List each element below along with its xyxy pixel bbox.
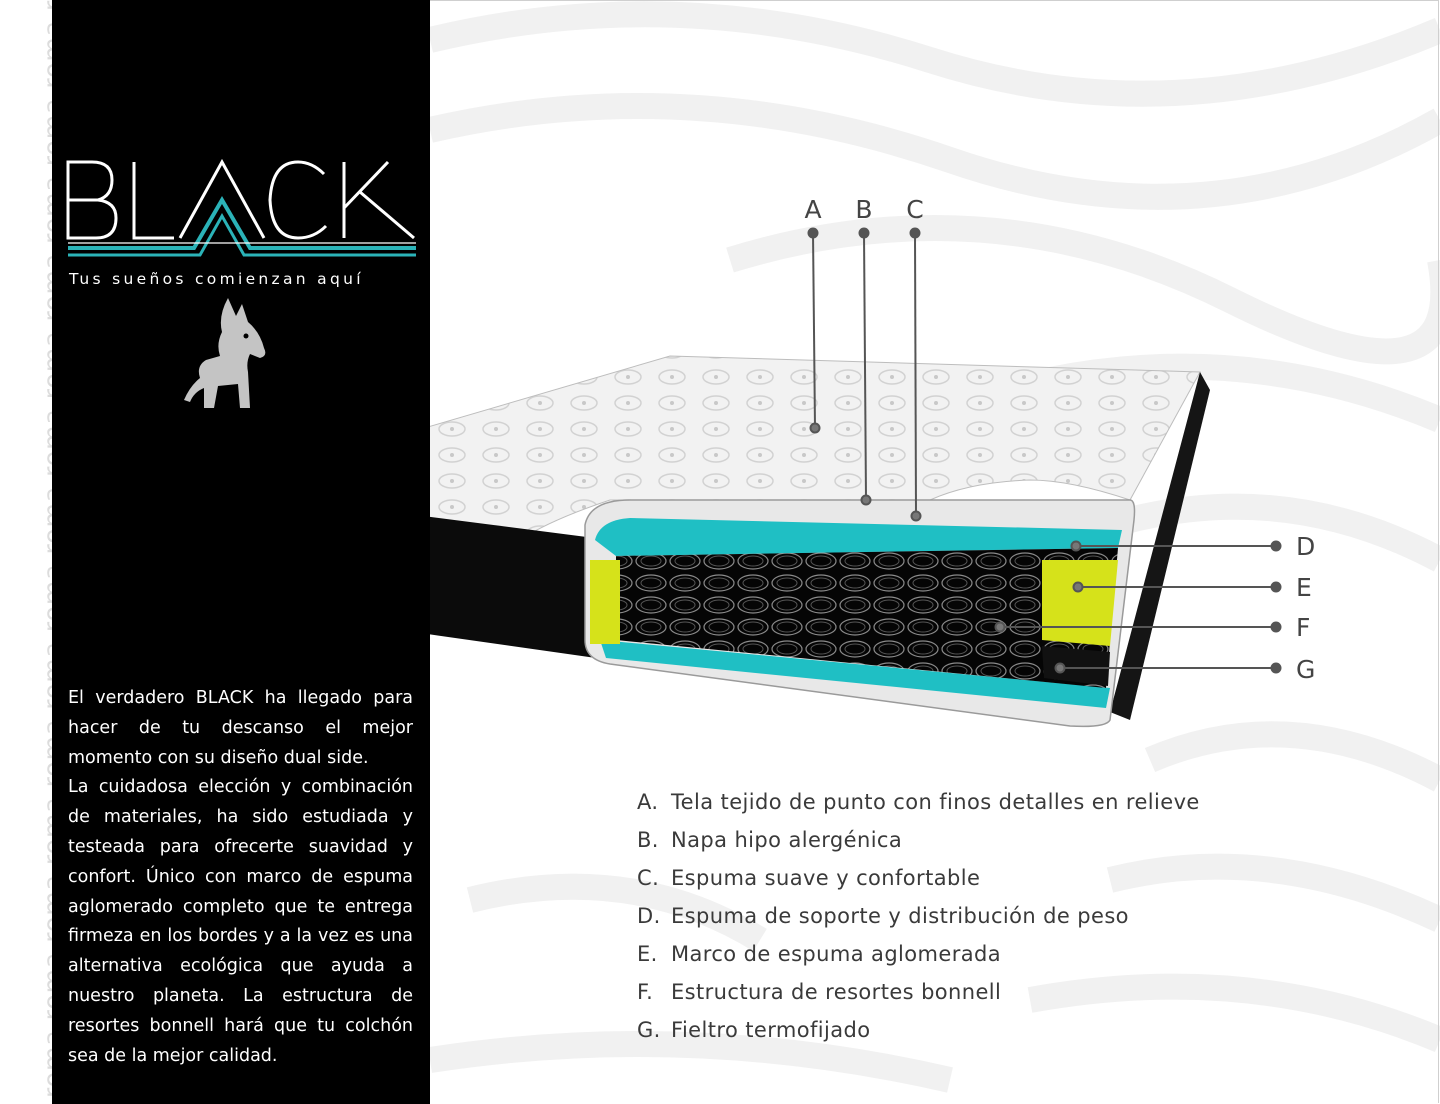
legend-item: G. Fieltro termofijado (637, 1014, 1200, 1052)
diagram-area: A B C D E F G A. Tela tejido de punto con… (430, 0, 1440, 1104)
roma-watermark-text: roma roma roma roma roma roma roma roma … (38, 0, 52, 1098)
legend-key: G. (637, 1018, 661, 1042)
label-d: D (1296, 532, 1315, 561)
label-e: E (1296, 573, 1312, 602)
legend-item: B. Napa hipo alergénica (637, 824, 1200, 862)
legend-text: Napa hipo alergénica (671, 828, 903, 852)
legend-text: Marco de espuma aglomerada (671, 942, 1002, 966)
label-f: F (1296, 613, 1310, 642)
description-paragraph-1: El verdadero BLACK ha llegado para hacer… (68, 688, 413, 768)
donkey-mascot-icon (184, 298, 266, 408)
legend-key: A. (637, 790, 659, 814)
legend-key: C. (637, 866, 660, 890)
legend-text: Estructura de resortes bonnell (671, 980, 1002, 1004)
legend-text: Tela tejido de punto con finos detalles … (671, 790, 1200, 814)
brand-tagline: Tus sueños comienzan aquí (69, 270, 364, 288)
legend-key: D. (637, 904, 661, 928)
legend-item: F. Estructura de resortes bonnell (637, 976, 1200, 1014)
legend-text: Fieltro termofijado (671, 1018, 871, 1042)
legend-key: E. (637, 942, 658, 966)
product-description: El verdadero BLACK ha llegado para hacer… (68, 684, 413, 1071)
label-c: C (906, 195, 923, 224)
legend-item: A. Tela tejido de punto con finos detalle… (637, 786, 1200, 824)
black-logo (66, 158, 416, 257)
label-a: A (804, 195, 821, 224)
background-swirl-pattern (430, 1, 1440, 1093)
layer-legend: A. Tela tejido de punto con finos detalle… (637, 786, 1200, 1052)
legend-item: C. Espuma suave y confortable (637, 862, 1200, 900)
legend-item: D. Espuma de soporte y distribución de pe… (637, 900, 1200, 938)
side-watermark-strip: roma roma roma roma roma roma roma roma … (0, 0, 52, 1104)
legend-item: E. Marco de espuma aglomerada (637, 938, 1200, 976)
legend-key: F. (637, 980, 654, 1004)
description-paragraph-2: La cuidadosa elección y combinación de m… (68, 777, 413, 1066)
legend-text: Espuma de soporte y distribución de peso (671, 904, 1129, 928)
label-g: G (1296, 655, 1315, 684)
legend-text: Espuma suave y confortable (671, 866, 981, 890)
brand-panel: Tus sueños comienzan aquí El verdadero B… (52, 0, 430, 1104)
label-b: B (855, 195, 872, 224)
mattress-cutaway-diagram: A B C D E F G (430, 195, 1315, 728)
legend-key: B. (637, 828, 659, 852)
